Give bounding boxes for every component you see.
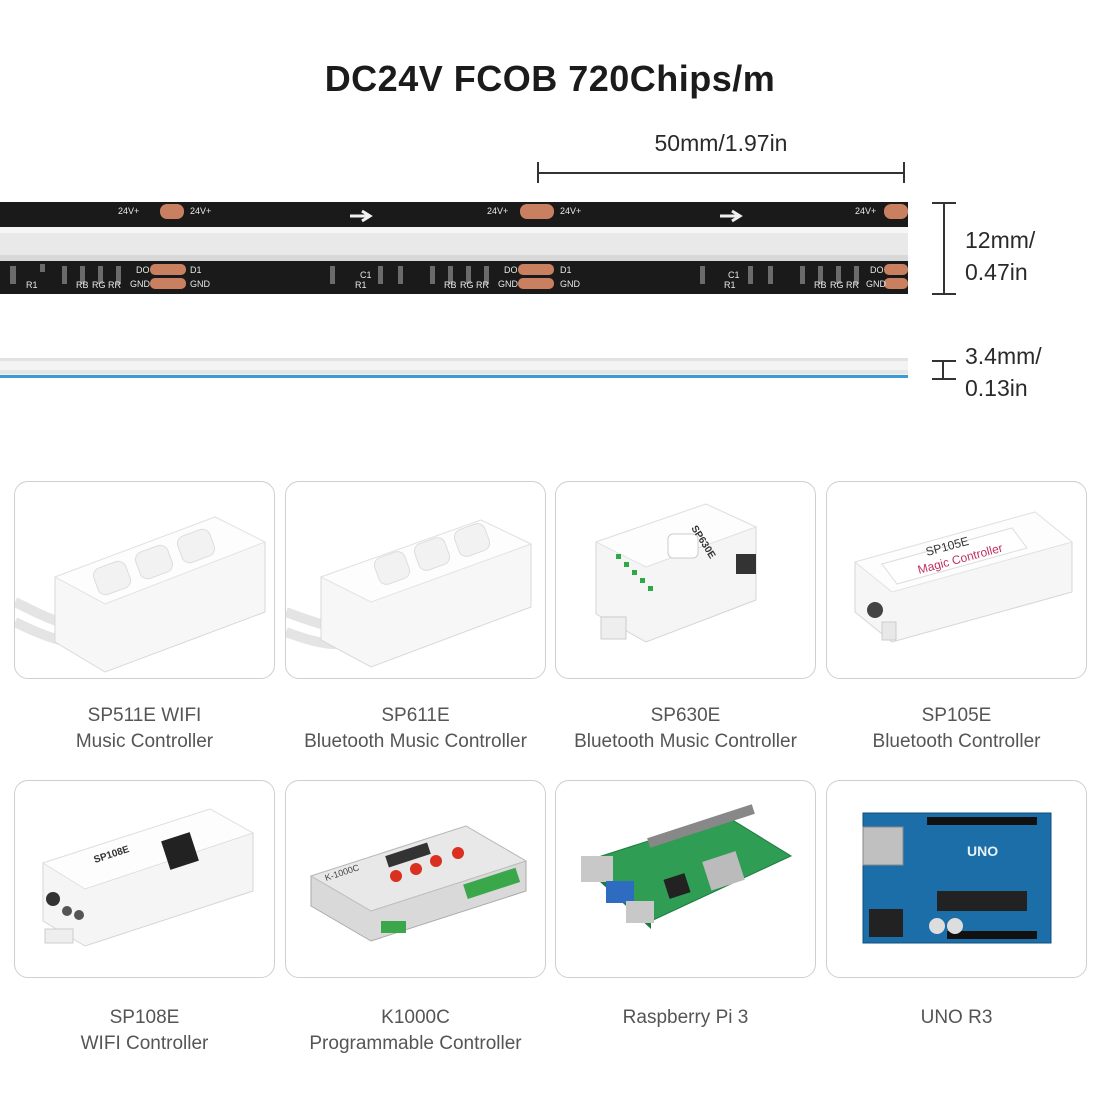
controller-caption-sp630e: SP630E Bluetooth Music Controller [550, 703, 821, 755]
controller-name: Raspberry Pi 3 [622, 1007, 749, 1028]
strip-gnd-label: GND [560, 279, 581, 289]
controller-desc: Bluetooth Music Controller [574, 731, 797, 752]
sp108e-image: SP108E [41, 808, 255, 947]
uno-r3-image: UNO [862, 812, 1052, 944]
width-dimension-tick-bottom [932, 293, 956, 295]
controller-caption-sp108e: SP108E WIFI Controller [14, 1005, 275, 1057]
controller-card-sp108e[interactable]: SP108E [14, 780, 275, 978]
controller-caption-sp511e: SP511E WIFI Music Controller [14, 703, 275, 755]
strip-gnd-label: GND [866, 279, 887, 289]
strip-r1-label: R1 [355, 280, 367, 290]
strip-do-label: DO [504, 265, 518, 275]
thickness-label: 3.4mm/ 0.13in [965, 340, 1042, 404]
thickness-dimension-tick-bottom [932, 378, 956, 380]
strip-gnd-label: GND [130, 279, 151, 289]
segment-dimension-line [538, 172, 904, 174]
strip-vplus-label: 24V+ [190, 206, 211, 216]
sp630e-image: SP630E [594, 503, 758, 643]
controller-caption-k1000c: K1000C Programmable Controller [280, 1005, 551, 1057]
controller-caption-uno-r3: UNO R3 [826, 1005, 1087, 1031]
controller-card-uno-r3[interactable]: UNO [826, 780, 1087, 978]
thickness-dimension-line [942, 360, 944, 379]
controller-desc: Music Controller [75, 731, 214, 752]
strip-vplus-label: 24V+ [487, 206, 508, 216]
strip-rb-label: RB [76, 280, 89, 290]
strip-d1-label: D1 [560, 265, 572, 275]
segment-length-label: 50mm/1.97in [654, 130, 788, 156]
strip-vplus-label: 24V+ [560, 206, 581, 216]
controller-desc: Programmable Controller [309, 1033, 522, 1054]
controller-caption-sp611e: SP611E Bluetooth Music Controller [280, 703, 551, 755]
strip-r1-label: R1 [26, 280, 38, 290]
raspberry-pi-image [581, 804, 793, 929]
strip-d1-label: D1 [190, 265, 202, 275]
sp105e-image: SP105E Magic Controller [853, 511, 1074, 643]
controller-card-sp611e[interactable] [285, 481, 546, 679]
controller-desc: WIFI Controller [80, 1033, 209, 1054]
controller-card-k1000c[interactable]: K-1000C [285, 780, 546, 978]
strip-gnd-label: GND [498, 279, 519, 289]
sp511e-image [15, 516, 267, 673]
strip-rr-label: RR [476, 280, 489, 290]
controller-name: SP105E [921, 705, 992, 726]
segment-dimension-tick-left [537, 162, 539, 183]
controller-desc: Bluetooth Controller [872, 731, 1041, 752]
strip-rg-label: RG [830, 280, 844, 290]
uno-device-text: UNO [967, 843, 998, 859]
controller-desc: Bluetooth Music Controller [304, 731, 527, 752]
controller-name: UNO R3 [920, 1007, 993, 1028]
controller-name: SP108E [109, 1007, 180, 1028]
strip-r1-label: R1 [724, 280, 736, 290]
controller-name: SP511E WIFI [87, 705, 202, 726]
width-dimension-tick-top [932, 202, 956, 204]
strip-rg-label: RG [92, 280, 106, 290]
thickness-dimension-tick-top [932, 360, 956, 362]
strip-rr-label: RR [108, 280, 121, 290]
strip-gnd-label: GND [190, 279, 211, 289]
strip-c1-label: C1 [728, 270, 740, 280]
strip-c1-label: C1 [360, 270, 372, 280]
strip-do-label: DO [870, 265, 884, 275]
strip-do-label: DO [136, 265, 150, 275]
strip-rg-label: RG [460, 280, 474, 290]
k1000c-image: K-1000C [309, 825, 528, 942]
controller-name: K1000C [381, 1007, 450, 1028]
controller-card-raspberry-pi[interactable] [555, 780, 816, 978]
controller-name: SP630E [650, 705, 721, 726]
width-label-in: 0.47in [965, 259, 1028, 285]
width-dimension-line [943, 202, 945, 294]
controller-name: SP611E [381, 705, 450, 726]
width-label-mm: 12mm/ [965, 227, 1036, 253]
strip-rb-label: RB [444, 280, 457, 290]
led-strip-side-view [0, 358, 908, 378]
thickness-label-in: 0.13in [965, 375, 1028, 401]
led-strip-top-view: 24V+ 24V+ 24V+ 24V+ 24V+ DO D1 GND GND D… [0, 202, 908, 294]
sp611e-image [286, 519, 533, 668]
page-title: DC24V FCOB 720Chips/m [324, 58, 776, 99]
controller-card-sp105e[interactable]: SP105E Magic Controller [826, 481, 1087, 679]
strip-rr-label: RR [846, 280, 859, 290]
strip-rb-label: RB [814, 280, 827, 290]
segment-dimension-tick-right [903, 162, 905, 183]
strip-vplus-label: 24V+ [118, 206, 139, 216]
thickness-label-mm: 3.4mm/ [965, 343, 1042, 369]
controller-caption-sp105e: SP105E Bluetooth Controller [826, 703, 1087, 755]
strip-vplus-label: 24V+ [855, 206, 876, 216]
controller-caption-raspberry-pi: Raspberry Pi 3 [550, 1005, 821, 1031]
controller-card-sp511e[interactable] [14, 481, 275, 679]
width-label: 12mm/ 0.47in [965, 224, 1035, 288]
controller-card-sp630e[interactable]: SP630E [555, 481, 816, 679]
